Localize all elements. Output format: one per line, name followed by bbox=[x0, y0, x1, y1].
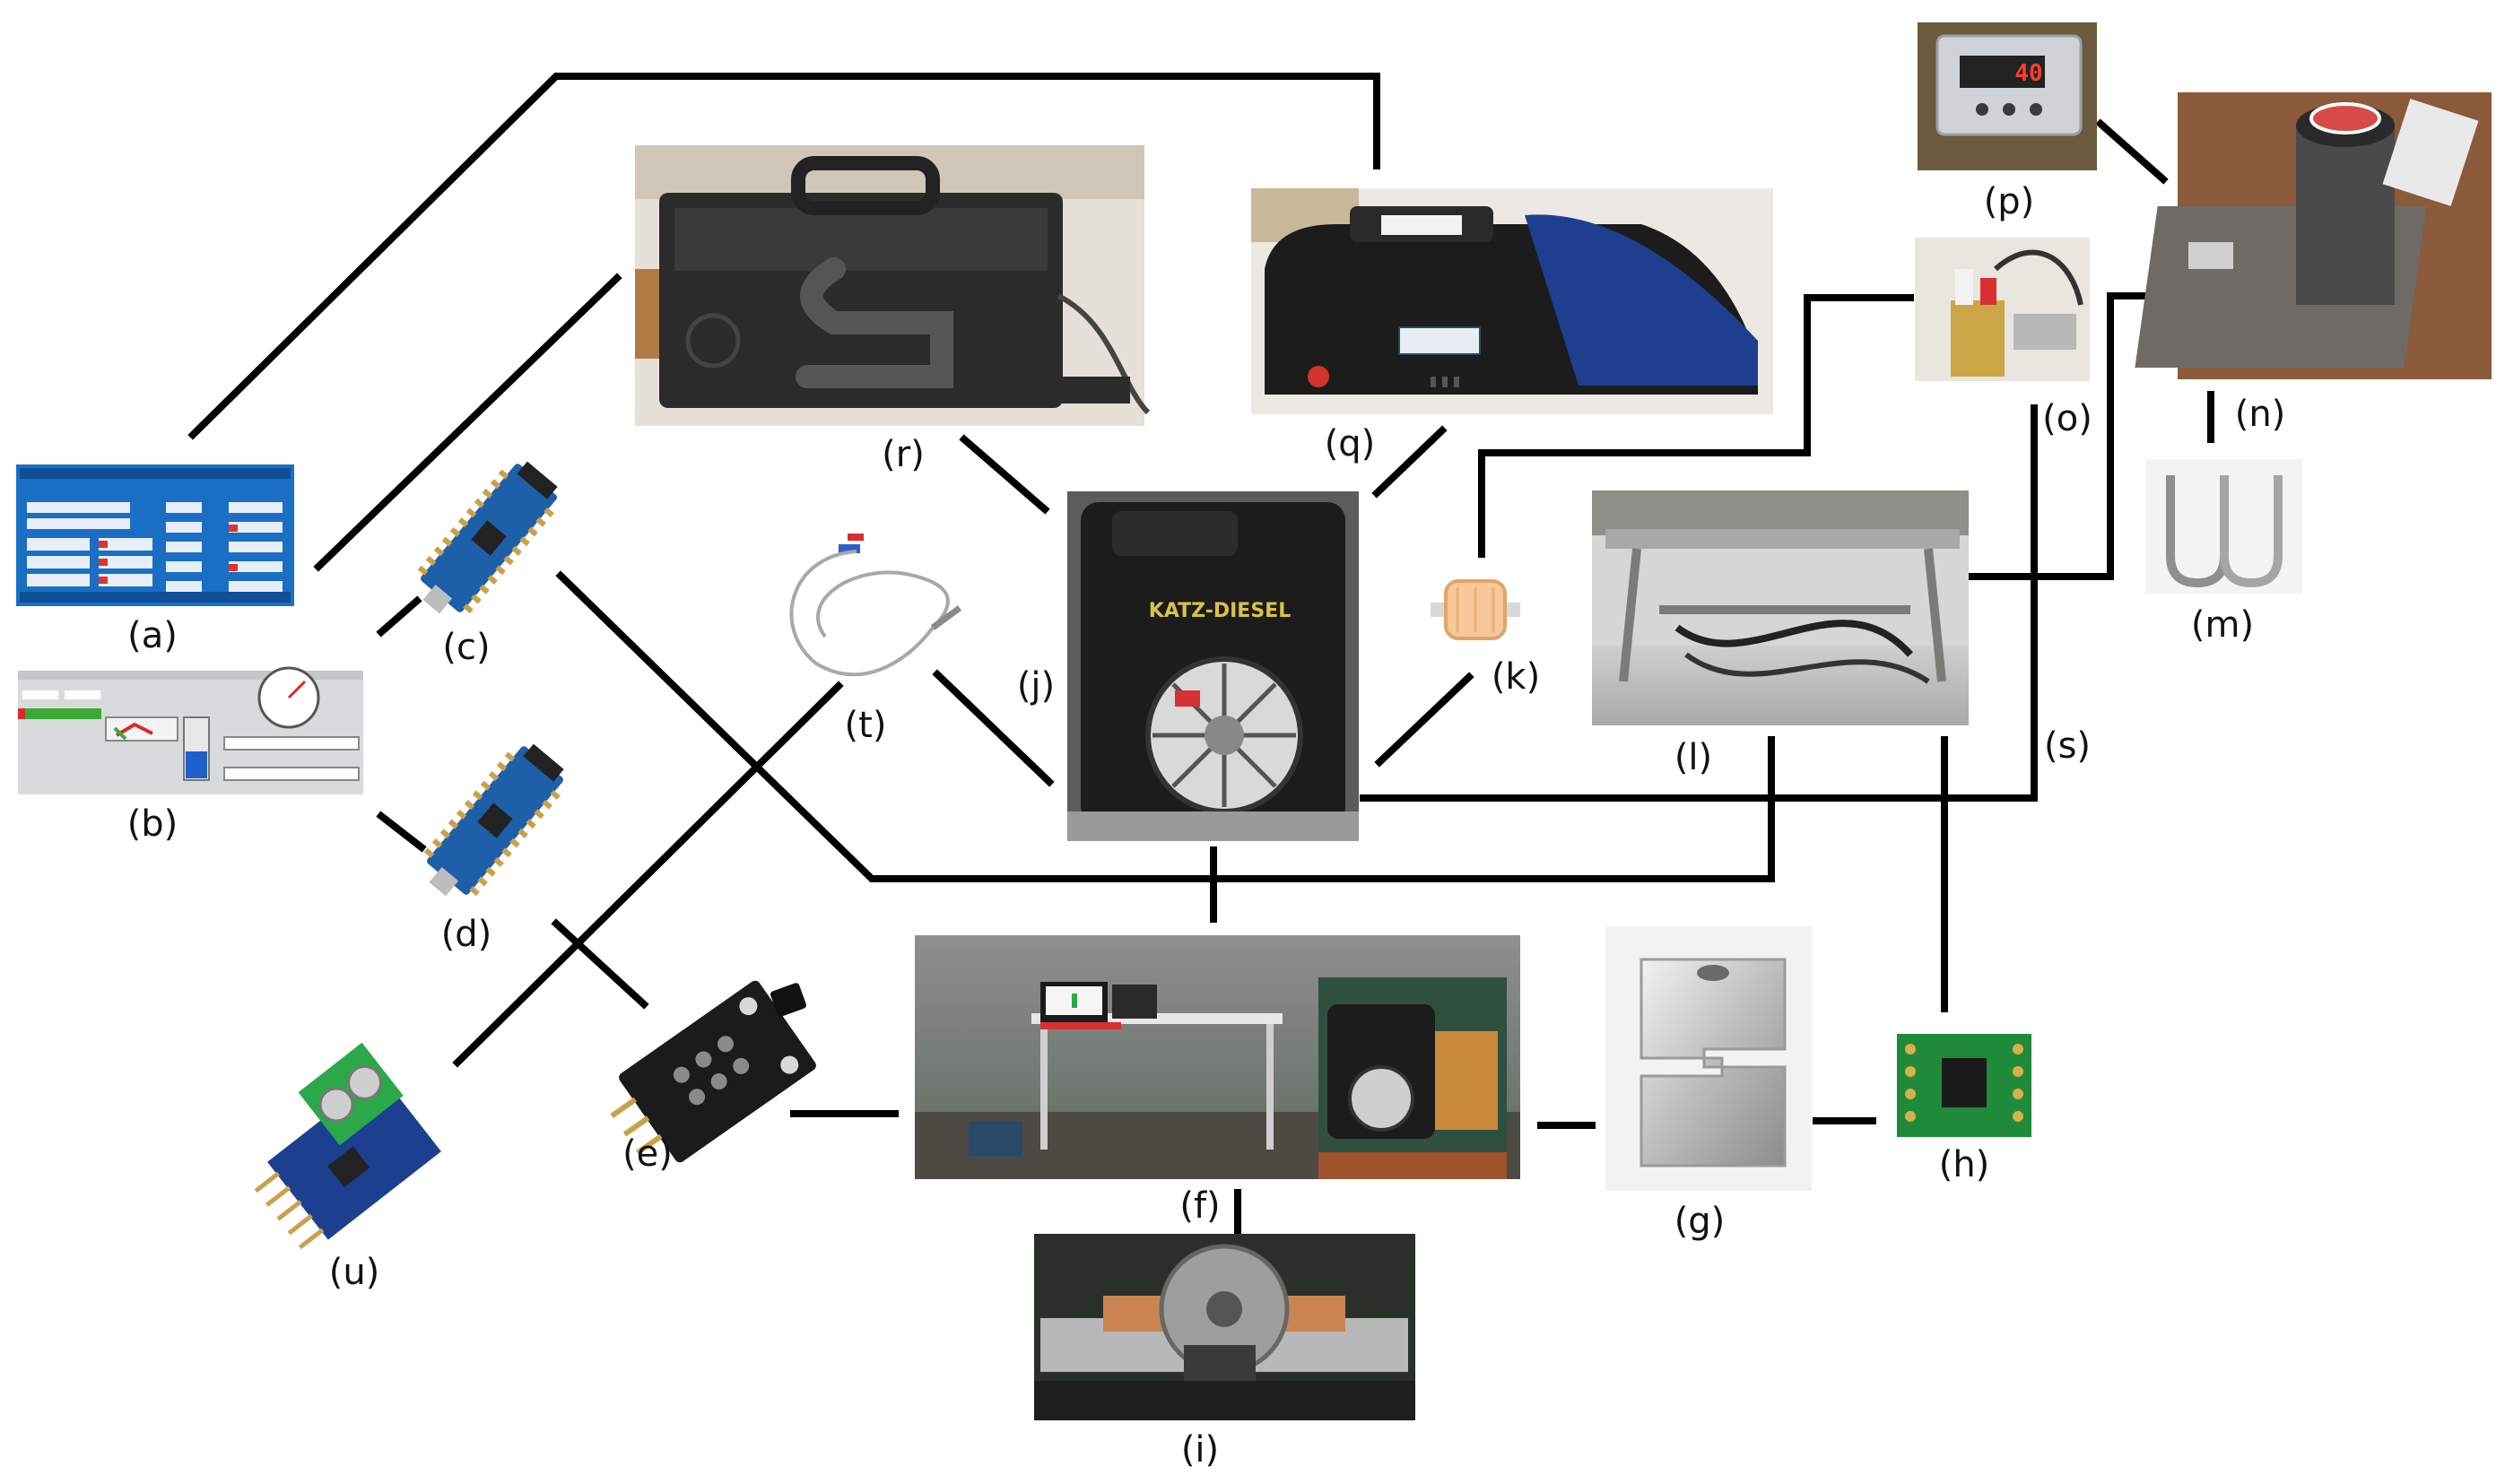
wire-q-j bbox=[1371, 425, 1448, 499]
label-e: (e) bbox=[622, 1133, 673, 1175]
test-bench-frame: (l) bbox=[1592, 490, 1969, 778]
wire-b-d bbox=[376, 811, 427, 853]
hmi-screen-panel: (a) bbox=[16, 464, 294, 656]
wire-a-r bbox=[313, 273, 622, 572]
test-bench-photo: (f) bbox=[915, 935, 1520, 1227]
label-d: (d) bbox=[441, 914, 492, 955]
hx711-amplifier: (h) bbox=[1897, 1034, 2031, 1185]
labview-panel: (b) bbox=[18, 666, 363, 845]
label-r: (r) bbox=[882, 434, 925, 475]
label-k: (k) bbox=[1492, 656, 1540, 698]
arduino-nano-c bbox=[417, 461, 558, 614]
label-c: (c) bbox=[442, 627, 490, 668]
arduino-nano-d bbox=[423, 743, 564, 897]
s-type-load-cell: (g) bbox=[1605, 926, 1812, 1242]
connection-wires bbox=[187, 73, 2214, 1234]
wire-c-l bbox=[555, 570, 1775, 882]
wire-p-n bbox=[2095, 118, 2169, 185]
wire-j-k bbox=[1374, 672, 1474, 768]
label-l: (l) bbox=[1674, 737, 1712, 778]
label-i: (i) bbox=[1181, 1429, 1219, 1471]
fuel-tank-scale: (o) bbox=[1915, 238, 2092, 439]
label-u: (u) bbox=[329, 1252, 380, 1293]
label-q: (q) bbox=[1325, 423, 1376, 464]
engine-brand: KATZ-DIESEL bbox=[1149, 600, 1291, 622]
fuel-filter: (k) bbox=[1431, 579, 1540, 698]
label-g: (g) bbox=[1674, 1201, 1726, 1242]
wire-t-j bbox=[932, 669, 1055, 787]
wire-a-q bbox=[187, 73, 1380, 440]
label-f: (f) bbox=[1179, 1185, 1220, 1227]
gas-analyzer-case: (r) bbox=[635, 145, 1151, 475]
temp-readout: 40 bbox=[2014, 60, 2042, 87]
label-a: (a) bbox=[127, 615, 178, 656]
dynamometer: (i) bbox=[1034, 1234, 1415, 1471]
heater-canister: (n) bbox=[2135, 92, 2492, 435]
label-j: (j) bbox=[1017, 665, 1055, 707]
wire-u-t bbox=[452, 681, 844, 1068]
label-s: (s) bbox=[2044, 725, 2091, 767]
wire-b-c bbox=[376, 595, 422, 638]
temperature-controller: 40 (p) bbox=[1918, 22, 2097, 222]
thermocouple-probe: (t) bbox=[789, 534, 962, 746]
label-m: (m) bbox=[2191, 604, 2254, 646]
wire-k-o bbox=[1478, 294, 1914, 558]
wire-j-s bbox=[1360, 404, 2038, 802]
diesel-engine: KATZ-DIESEL (j) bbox=[1017, 491, 1359, 841]
label-b: (b) bbox=[127, 803, 178, 845]
wire-r-j bbox=[959, 434, 1050, 515]
wire-d-e bbox=[551, 918, 649, 1010]
ir-sensor-module: (e) bbox=[610, 980, 816, 1175]
thermocouple-module: (u) bbox=[254, 1042, 441, 1293]
label-o: (o) bbox=[2042, 398, 2092, 439]
label-t: (t) bbox=[845, 705, 887, 746]
label-p: (p) bbox=[1984, 181, 2035, 222]
analyzer-device: (q) bbox=[1251, 188, 1773, 464]
u-bolt-part: (m) bbox=[2145, 459, 2302, 646]
label-n: (n) bbox=[2235, 394, 2286, 435]
label-h: (h) bbox=[1939, 1144, 1990, 1185]
